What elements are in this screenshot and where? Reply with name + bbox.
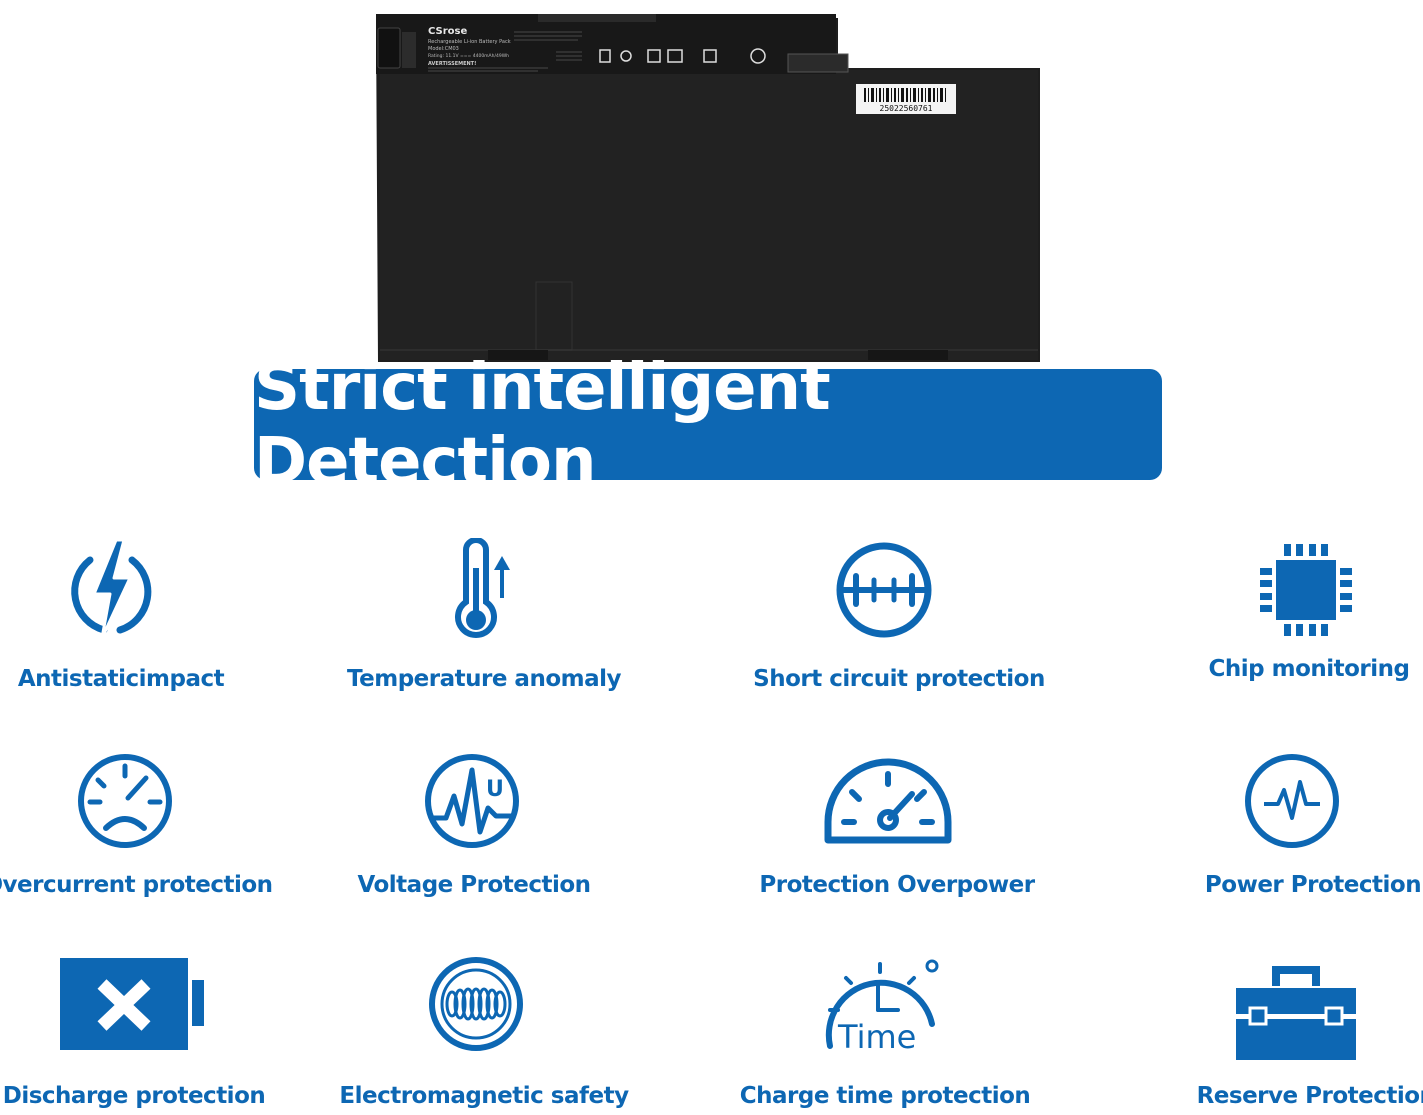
voltage-wave-icon: U xyxy=(422,752,522,850)
battery-product-line: Rechargeable Li-ion Battery Pack xyxy=(428,39,511,45)
battery-rating: Rating: 11.1V === 4400mAh/49Wh xyxy=(428,53,509,59)
feature-label-temperature: Temperature anomaly xyxy=(346,666,622,692)
short-circuit-icon xyxy=(834,542,934,640)
clock-icon-text: Time xyxy=(837,1018,916,1056)
feature-label-power: Power Protection xyxy=(1204,872,1422,898)
voltage-icon-letter: U xyxy=(486,777,504,802)
coil-icon xyxy=(428,956,524,1052)
feature-label-charge-time: Charge time protection xyxy=(739,1083,1031,1109)
battery-x-icon xyxy=(58,954,208,1054)
lightning-bolt-icon xyxy=(64,538,158,642)
battery-warning: AVERTISSEMENT! xyxy=(428,61,476,67)
pulse-icon xyxy=(1242,752,1342,850)
feature-label-electromagnetic: Electromagnetic safety xyxy=(339,1083,629,1109)
toolbox-icon xyxy=(1234,962,1358,1062)
title-banner: Strict intelligent Detection xyxy=(254,351,1162,499)
feature-label-discharge: Discharge protection xyxy=(2,1083,266,1109)
feature-label-chip: Chip monitoring xyxy=(1208,656,1411,682)
feature-label-reserve: Reserve Protection xyxy=(1196,1083,1423,1109)
thermometer-icon xyxy=(452,538,516,644)
feature-label-antistatic: Antistaticimpact xyxy=(17,666,225,692)
speedometer-icon xyxy=(820,756,956,846)
chip-icon xyxy=(1256,542,1356,638)
battery-image: 25022560761 CSrose Rechargeable Li-ion B… xyxy=(368,10,1048,366)
feature-label-overpower: Protection Overpower xyxy=(759,872,1035,898)
battery-model: Model:CM03 xyxy=(428,46,459,52)
banner-title: Strict intelligent Detection xyxy=(254,350,831,499)
barcode-number: 25022560761 xyxy=(880,104,933,113)
feature-label-voltage: Voltage Protection xyxy=(357,872,591,898)
clock-icon: Time xyxy=(816,954,940,1062)
feature-label-short-circuit: Short circuit protection xyxy=(753,666,1045,692)
battery-brand: CSrose xyxy=(428,26,467,37)
sad-gauge-icon xyxy=(76,752,174,850)
feature-label-overcurrent: Overcurrent protection xyxy=(0,872,273,898)
